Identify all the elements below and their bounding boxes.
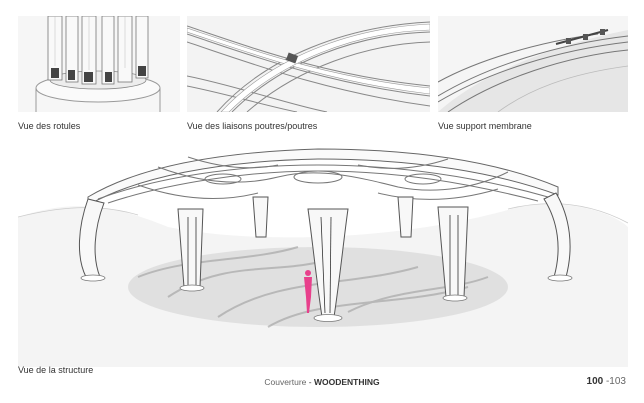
membrane-caption: Vue support membrane (438, 121, 532, 131)
membrane-view-image (438, 16, 628, 112)
rotules-view-image (18, 16, 180, 112)
rotules-caption: Vue des rotules (18, 121, 81, 131)
footer: Couverture - WOODENTHING (0, 377, 644, 387)
page-total: -103 (603, 376, 626, 387)
liaisons-view-image (187, 16, 430, 112)
footer-project: WOODENTHING (313, 377, 380, 387)
structure-caption: Vue de la structure (18, 365, 94, 375)
liaisons-caption: Vue des liaisons poutres/poutres (187, 121, 318, 131)
page-number: 100 -103 (587, 376, 626, 387)
footer-section: Couverture (264, 377, 307, 387)
footer-separator: - (306, 377, 314, 387)
page-current: 100 (586, 376, 604, 387)
structure-view-image (18, 137, 628, 367)
